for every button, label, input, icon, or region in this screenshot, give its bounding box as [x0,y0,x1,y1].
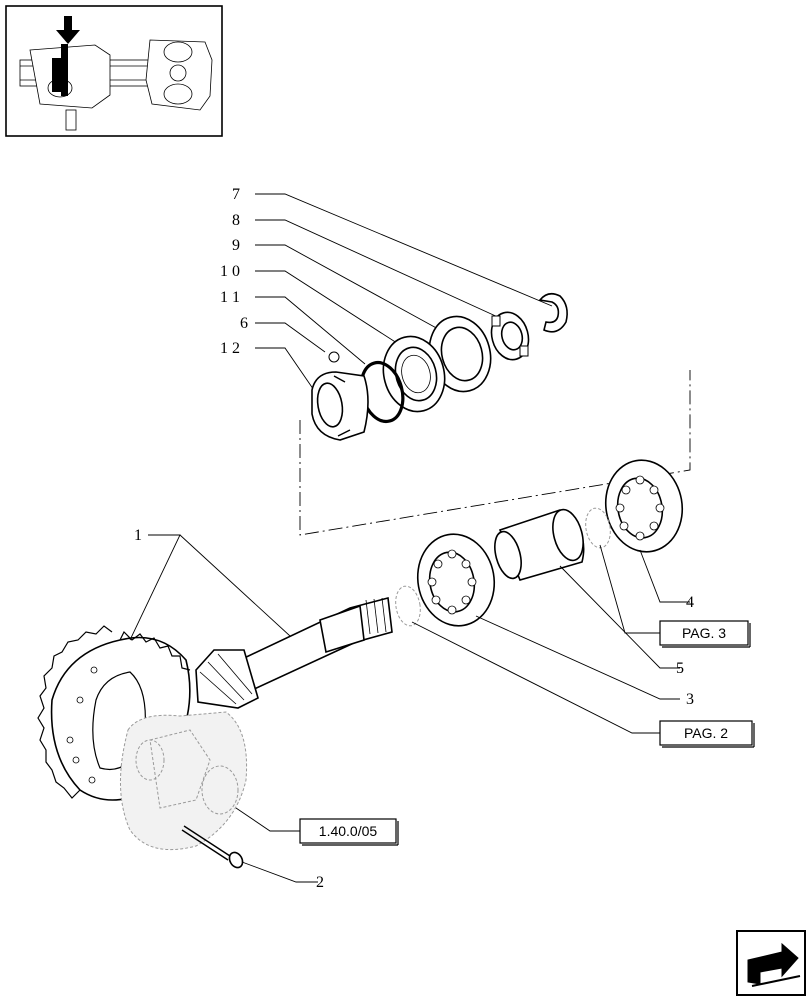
callout-11: 1 1 [220,289,240,306]
callout-9: 9 [232,237,240,254]
callout-10: 1 0 [220,263,240,280]
pinion-shaft-part-1[interactable] [195,596,393,709]
callout-2: 2 [316,874,324,891]
bearing-part-3[interactable] [411,528,502,632]
next-page-arrow-icon[interactable] [736,930,806,996]
axle-assembly-thumbnail[interactable] [5,5,223,137]
ref-pag2-box[interactable]: PAG. 2 [659,720,755,748]
circlip-part-7[interactable] [538,292,568,333]
ref-section-box[interactable]: 1.40.0/05 [299,818,399,846]
lower-leader-lines [129,534,690,883]
shim-ghost-pag3 [585,507,611,549]
callout-4: 4 [686,594,694,611]
differential-ghost [119,711,248,851]
callout-12: 1 2 [220,340,240,357]
callout-8: 8 [232,212,240,229]
bearing-part-10[interactable] [375,330,453,419]
callout-6: 6 [240,315,248,332]
upper-leader-lines [255,193,553,397]
ref-pag3-label: PAG. 3 [682,625,726,641]
ring-nut-part-8[interactable] [486,308,533,364]
shim-ghost-pag2 [395,585,421,627]
callout-3: 3 [686,691,694,708]
ref-section-label: 1.40.0/05 [319,823,378,839]
bearing-part-4[interactable] [599,454,690,558]
bolt-part-2[interactable] [181,825,245,870]
callout-1: 1 [134,527,142,544]
ball-part-6[interactable] [328,351,340,363]
callout-5: 5 [676,660,684,677]
split-collar-part-12[interactable] [311,371,369,441]
callout-7: 7 [232,186,240,203]
spacer-sleeve-part-5[interactable] [490,506,588,581]
ref-pag2-label: PAG. 2 [684,725,728,741]
assembly-group-outline [299,370,691,536]
ref-pag3-box[interactable]: PAG. 3 [659,620,751,648]
